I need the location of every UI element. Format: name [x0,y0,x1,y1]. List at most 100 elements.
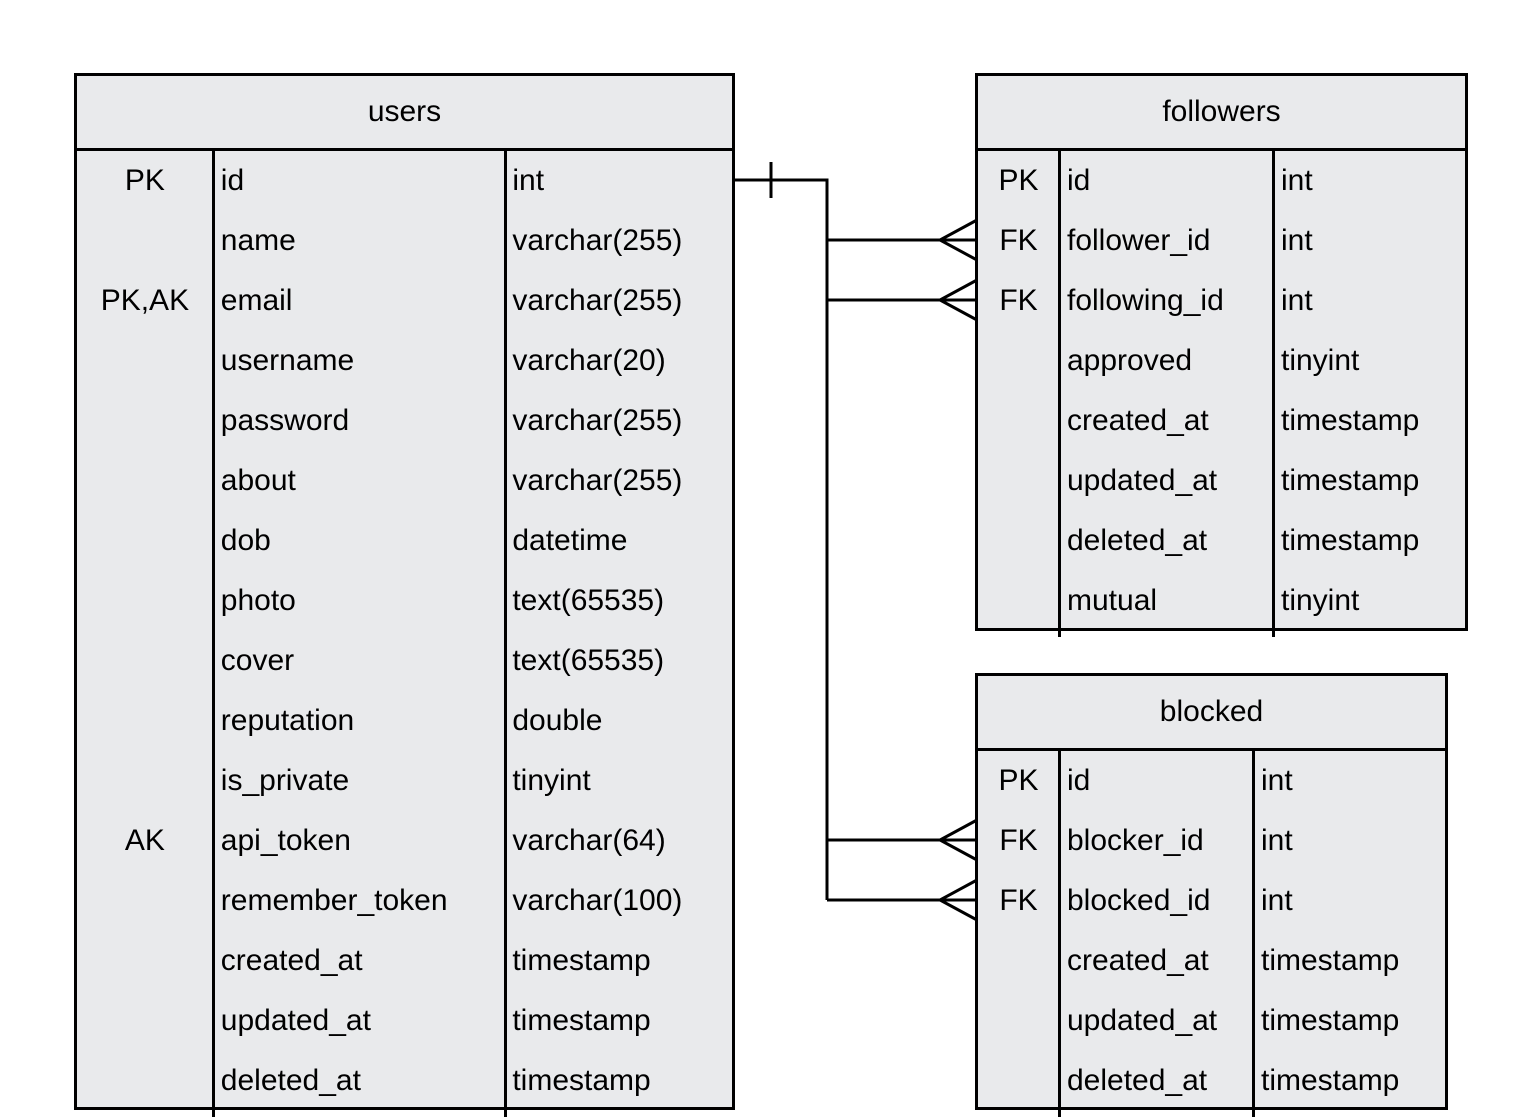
column-divider [1252,751,1255,1117]
column-type: timestamp [1261,1004,1400,1037]
column-name: created_at [1067,404,1209,437]
column-name: created_at [1067,944,1209,977]
column-key: PK [998,164,1039,197]
column-divider [1272,151,1275,637]
column-key: FK [999,884,1038,917]
column-type: tinyint [1281,584,1360,617]
crowfoot-following-id [936,278,978,322]
column-type: tinyint [512,764,591,797]
column-name: photo [220,584,296,617]
table-row: name varchar(255) [77,211,732,271]
column-type: int [1261,824,1293,857]
column-name: id [1067,164,1091,197]
column-type: int [1281,164,1313,197]
table-row: photo text(65535) [77,571,732,631]
column-name: created_at [220,944,363,977]
column-type: int [1281,224,1313,257]
table-row: FK follower_id int [978,211,1465,271]
table-row: deleted_at timestamp [978,511,1465,571]
column-type: int [512,164,545,197]
column-type: datetime [512,524,628,557]
table-row: is_private tinyint [77,751,732,811]
column-type: timestamp [512,1064,651,1097]
column-type: varchar(255) [512,404,683,437]
table-row: updated_at timestamp [978,451,1465,511]
column-divider [212,151,215,1117]
column-type: int [1281,284,1313,317]
column-name: mutual [1067,584,1158,617]
column-name: password [220,404,350,437]
column-name: blocked_id [1067,884,1211,917]
entity-title: followers [978,76,1465,151]
column-key: FK [999,284,1038,317]
table-row: deleted_at timestamp [77,1051,732,1111]
column-type: varchar(255) [512,284,683,317]
column-type: tinyint [1281,344,1360,377]
column-key: PK [998,764,1039,797]
table-row: PK id int [978,751,1445,811]
entity-title: users [77,76,732,151]
column-name: updated_at [1067,464,1218,497]
table-row: FK blocked_id int [978,871,1445,931]
column-key: PK [124,164,165,197]
column-name: updated_at [1067,1004,1218,1037]
column-key: PK,AK [100,284,190,317]
column-name: is_private [220,764,350,797]
column-name: reputation [220,704,355,737]
column-type: timestamp [1261,1064,1400,1097]
column-type: int [1261,764,1293,797]
column-type: timestamp [1281,464,1420,497]
column-type: varchar(255) [512,224,683,257]
crowfoot-follower-id [936,218,978,262]
column-divider [1058,151,1061,637]
column-name: name [220,224,296,257]
crowfoot-blocker-id [936,818,978,862]
column-name: remember_token [220,884,448,917]
column-name: username [220,344,355,377]
connector-users-trunk [735,178,829,900]
table-row: password varchar(255) [77,391,732,451]
column-type: varchar(64) [512,824,666,857]
table-row: cover text(65535) [77,631,732,691]
column-type: timestamp [1281,524,1420,557]
crowfoot-blocked-id [936,878,978,922]
column-name: approved [1067,344,1193,377]
table-row: created_at timestamp [978,391,1465,451]
column-type: int [1261,884,1293,917]
table-row: approved tinyint [978,331,1465,391]
column-name: follower_id [1067,224,1211,257]
column-name: cover [220,644,295,677]
column-name: dob [220,524,271,557]
column-name: deleted_at [220,1064,361,1097]
column-key: FK [999,824,1038,857]
column-name: deleted_at [1067,1064,1208,1097]
column-type: text(65535) [512,584,665,617]
column-type: varchar(255) [512,464,683,497]
column-type: timestamp [1281,404,1420,437]
column-name: id [1067,764,1091,797]
column-type: timestamp [512,944,651,977]
column-name: deleted_at [1067,524,1208,557]
table-row: created_at timestamp [77,931,732,991]
column-key: FK [999,224,1038,257]
table-row: deleted_at timestamp [978,1051,1445,1111]
table-row: PK id int [978,151,1465,211]
column-type: text(65535) [512,644,665,677]
column-divider [504,151,507,1117]
